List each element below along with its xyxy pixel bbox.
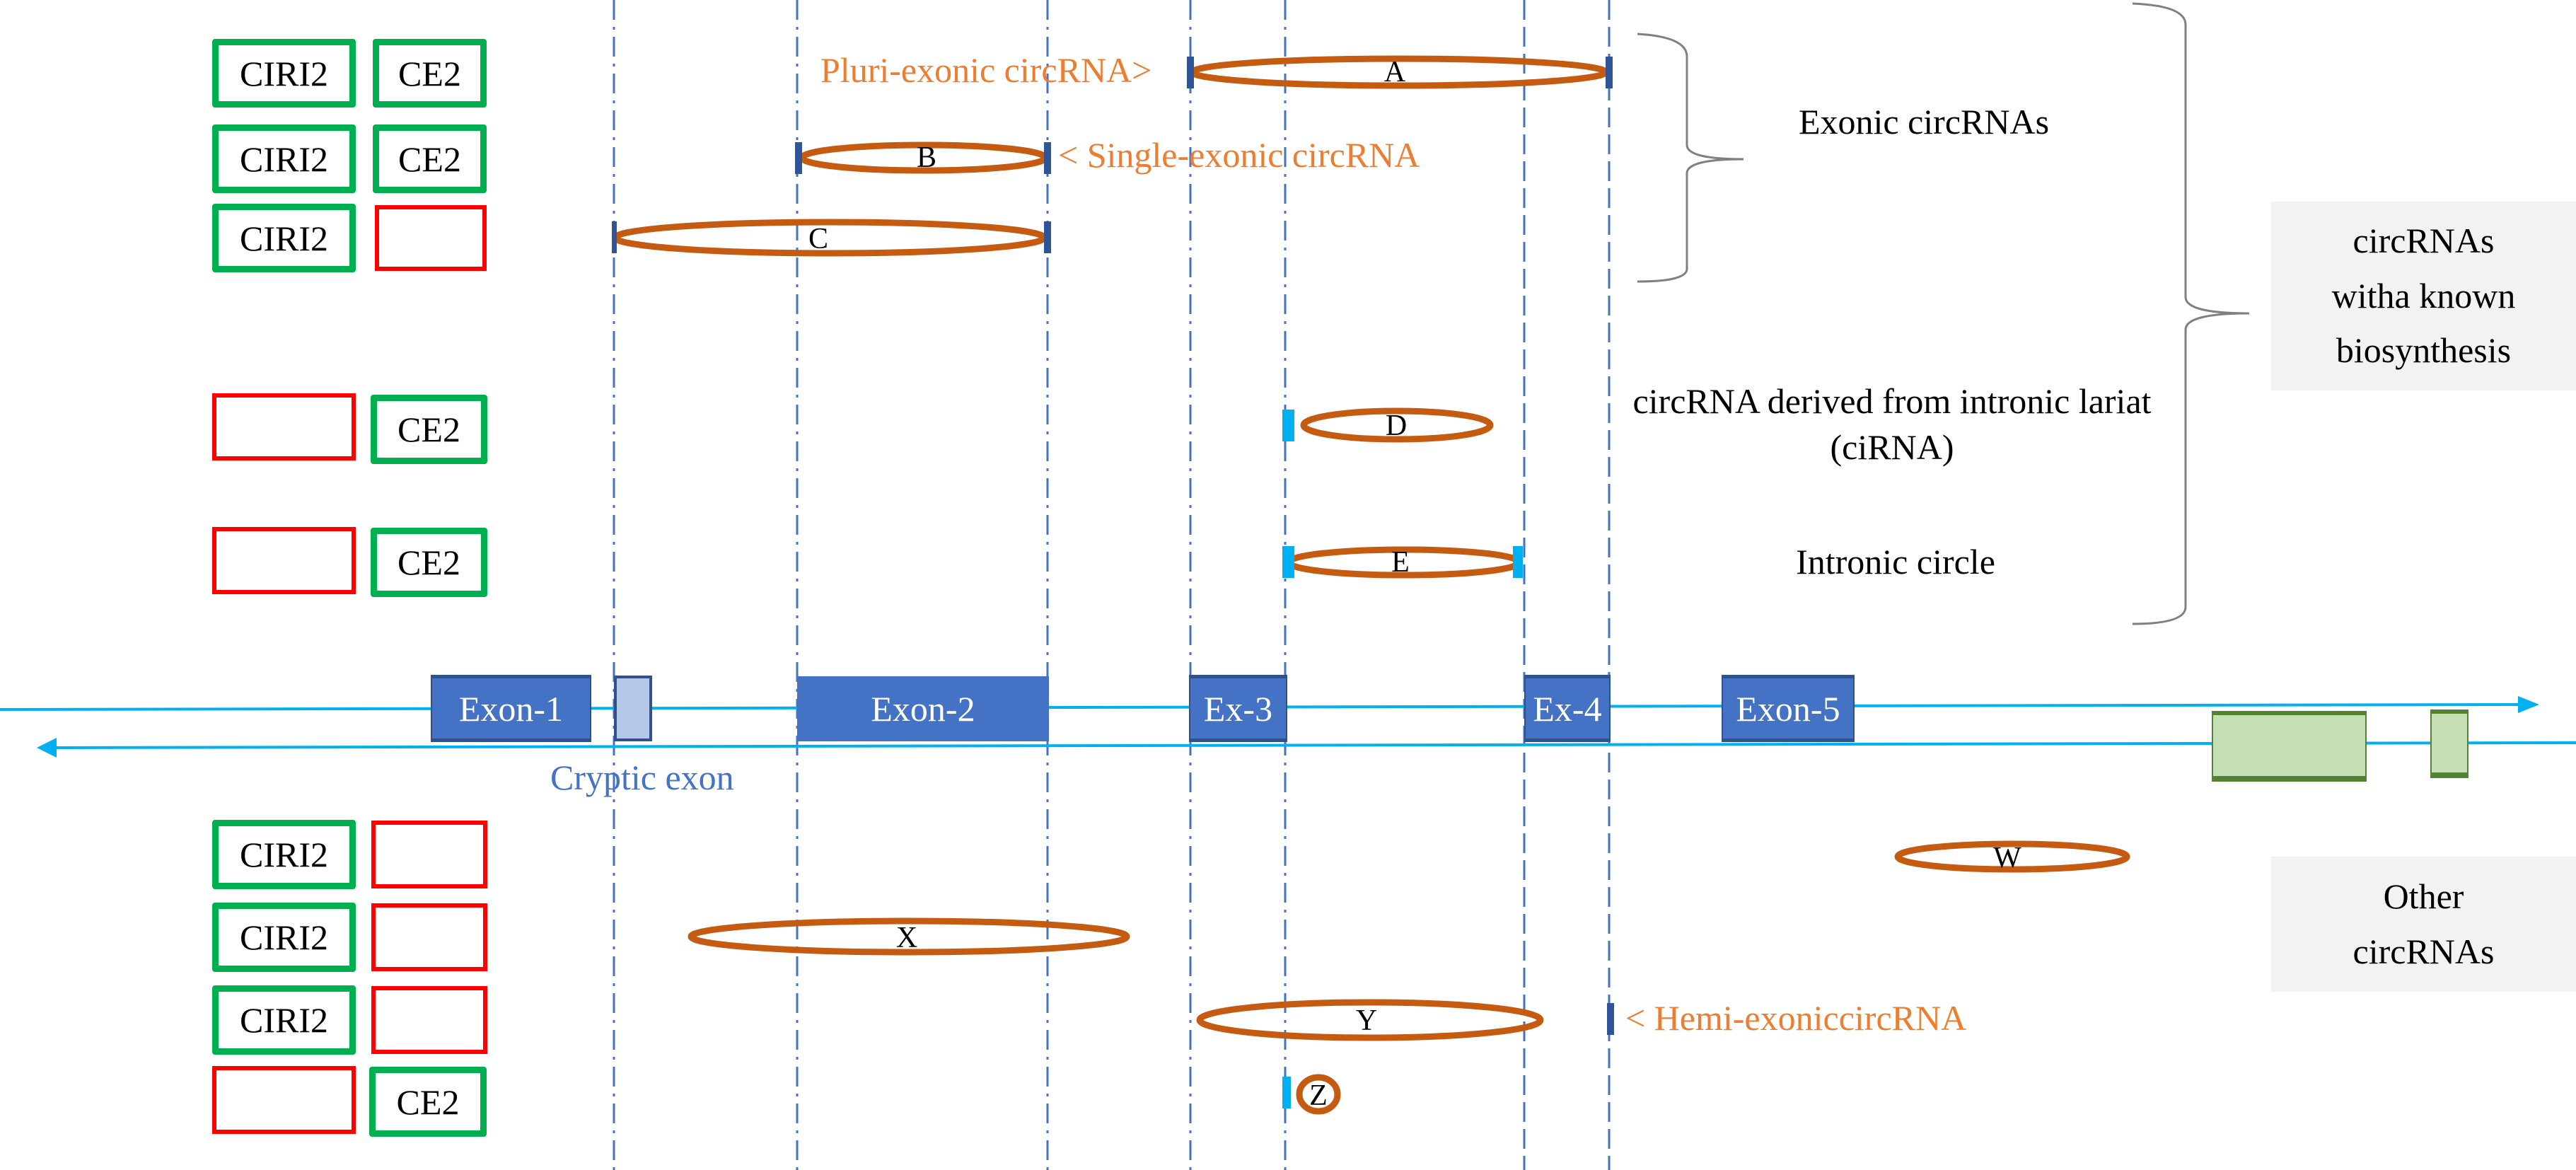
ce2-label: CE2 <box>398 139 461 179</box>
cryptic-exon-label: Cryptic exon <box>550 758 734 797</box>
ciri2-box-X: CIRI2 <box>212 903 356 972</box>
known-group-line3: biosynthesis <box>2336 330 2512 371</box>
circrna-A-label: A <box>1383 56 1406 88</box>
ciri2-box-E-empty <box>212 527 356 594</box>
circrna-W-ellipse[interactable] <box>1894 840 2130 873</box>
ce2-box-E: CE2 <box>371 528 487 597</box>
cryptic-exon <box>614 676 652 741</box>
circrna-E-label: E <box>1391 546 1410 579</box>
exonic-brace <box>1637 33 1744 283</box>
circrna-Y-label: Y <box>1355 1004 1378 1037</box>
ciri2-label: CIRI2 <box>240 218 328 258</box>
ce2-label: CE2 <box>396 1082 460 1122</box>
exon-3: Ex-3 <box>1189 675 1287 742</box>
ce2-box-C-empty <box>375 205 487 271</box>
ce2-label: CE2 <box>398 53 461 93</box>
junction-A-left <box>1187 57 1194 88</box>
intronic-circle-label: Intronic circle <box>1796 542 1995 581</box>
junction-Z-left <box>1282 1077 1291 1108</box>
exon-2-label: Exon-2 <box>871 689 975 729</box>
circrna-W-label: W <box>1993 842 2021 874</box>
ciri2-box-B: CIRI2 <box>212 124 356 193</box>
ciri2-label: CIRI2 <box>240 835 328 874</box>
known-biosynthesis-group: circRNAs witha known biosynthesis <box>2271 202 2576 390</box>
ce2-box-X-empty <box>371 903 487 971</box>
reverse-strand-arrow-icon <box>37 738 57 758</box>
ce2-box-B: CE2 <box>373 124 487 193</box>
exon-1-label: Exon-1 <box>458 688 564 729</box>
known-biosynthesis-brace <box>2132 2 2250 625</box>
ce2-box-A: CE2 <box>373 39 487 108</box>
ciri2-box-Z-empty <box>212 1066 356 1134</box>
ce2-box-W-empty <box>371 821 487 888</box>
ciri2-box-Y: CIRI2 <box>212 985 356 1055</box>
ce2-box-Y-empty <box>371 986 487 1054</box>
junction-Y-right <box>1607 1003 1614 1035</box>
junction-C-right <box>1044 221 1051 253</box>
circrna-C-ellipse[interactable] <box>612 219 1048 257</box>
ciri2-box-C: CIRI2 <box>212 204 356 272</box>
exon-1: Exon-1 <box>431 675 591 742</box>
forward-strand-arrow-icon <box>2518 696 2539 713</box>
ce2-label: CE2 <box>398 410 460 449</box>
ciri2-label: CIRI2 <box>240 139 328 179</box>
circrna-X-label: X <box>895 922 918 954</box>
ciri2-label: CIRI2 <box>240 1000 328 1040</box>
exon-5-label: Exon-5 <box>1736 688 1840 729</box>
other-circrnas-group: Other circRNAs <box>2271 857 2576 992</box>
pluri-exonic-annotation: Pluri-exonic circRNA> <box>820 50 1152 90</box>
other-group-line1: Other <box>2383 876 2464 916</box>
exon-4-label: Ex-4 <box>1533 688 1602 729</box>
exon-5: Exon-5 <box>1722 675 1855 742</box>
exon-2: Exon-2 <box>797 676 1049 741</box>
ce2-label: CE2 <box>398 543 460 582</box>
known-group-line1: circRNAs <box>2352 221 2495 261</box>
exon-3-label: Ex-3 <box>1203 688 1273 729</box>
junction-E-right <box>1513 546 1523 578</box>
junction-B-left <box>795 142 802 174</box>
ciri2-box-D-empty <box>212 393 356 461</box>
other-group-line2: circRNAs <box>2352 931 2495 971</box>
circrna-B-label: B <box>916 141 937 174</box>
ce2-box-Z: CE2 <box>369 1067 487 1137</box>
single-exonic-annotation: < Single-exonic circRNA <box>1058 135 1420 175</box>
circrna-Z-label: Z <box>1309 1079 1328 1112</box>
ciri2-label: CIRI2 <box>240 53 328 93</box>
antisense-exon-1 <box>2212 711 2367 782</box>
ce2-box-D: CE2 <box>371 395 487 464</box>
junction-A-right <box>1606 57 1613 88</box>
circrna-Y-ellipse[interactable] <box>1196 999 1544 1041</box>
ciri2-box-A: CIRI2 <box>212 39 356 108</box>
ciRNA-label-line2: (ciRNA) <box>1830 427 1954 467</box>
circrna-C-label: C <box>808 223 829 255</box>
circrna-D-ellipse[interactable] <box>1300 407 1494 443</box>
circrna-Z-ellipse[interactable] <box>1296 1074 1341 1115</box>
exonic-circrnas-label: Exonic circRNAs <box>1798 102 2050 141</box>
junction-D-left <box>1282 410 1294 441</box>
exon-4: Ex-4 <box>1524 675 1611 742</box>
antisense-exon-2 <box>2430 709 2468 778</box>
ciRNA-label-line1: circRNA derived from intronic lariat <box>1632 381 2152 421</box>
junction-C-left <box>612 221 617 253</box>
reverse-strand-line <box>56 741 2576 749</box>
ciri2-label: CIRI2 <box>240 917 328 957</box>
junction-B-right <box>1044 142 1051 174</box>
known-group-line2: witha known <box>2331 275 2516 315</box>
circrna-X-ellipse[interactable] <box>687 917 1130 956</box>
junction-E-left <box>1282 546 1294 578</box>
hemi-exonic-annotation: < Hemi-exoniccircRNA <box>1625 998 1967 1038</box>
ciri2-box-W: CIRI2 <box>212 820 356 889</box>
circrna-D-label: D <box>1385 410 1408 442</box>
